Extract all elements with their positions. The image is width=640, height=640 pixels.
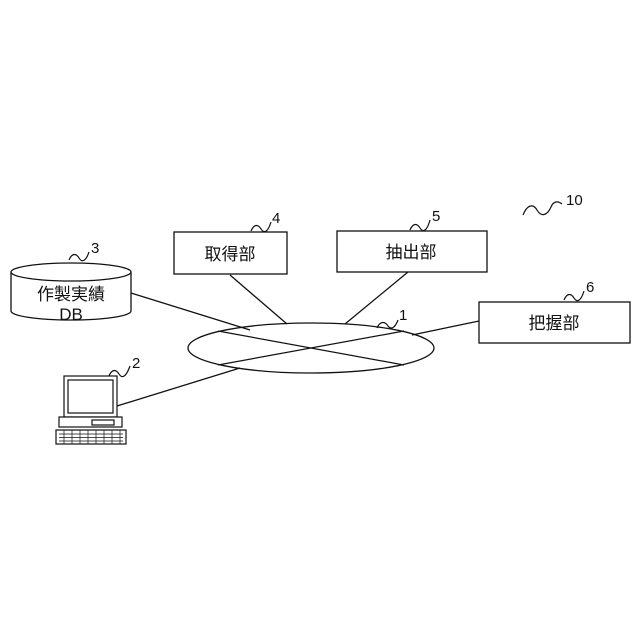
system-ref-label: 10: [566, 192, 583, 209]
grasping-unit-ref-label: 6: [586, 279, 594, 296]
extraction-unit-ref-label: 5: [432, 208, 440, 225]
unit6-network-link: [412, 321, 479, 335]
database-ref-label: 3: [91, 240, 99, 257]
database-leader-line: [69, 252, 89, 261]
grasping-unit-leader-line: [564, 291, 584, 301]
terminal-leader-line: [109, 366, 130, 377]
database-label-line2: DB: [59, 305, 83, 324]
terminal-network-link: [117, 368, 240, 406]
system-leader-line: [523, 202, 562, 215]
grasping-unit-label: 把握部: [529, 314, 580, 333]
database-label-line1: 作製実績: [37, 285, 105, 304]
acquisition-unit-leader-line: [251, 222, 271, 232]
acquisition-unit-ref-label: 4: [272, 210, 280, 227]
extraction-unit-label: 抽出部: [386, 243, 437, 262]
acquisition-unit-label: 取得部: [205, 245, 256, 264]
db-network-link: [131, 293, 250, 330]
terminal-ref-label: 2: [132, 355, 140, 372]
computer-terminal-icon: [56, 376, 126, 444]
connection-lines: [117, 272, 479, 406]
unit4-network-link: [230, 275, 287, 324]
extraction-unit-leader-line: [410, 220, 430, 231]
network-ellipse: [188, 323, 434, 373]
network-ref-label: 1: [399, 307, 407, 324]
